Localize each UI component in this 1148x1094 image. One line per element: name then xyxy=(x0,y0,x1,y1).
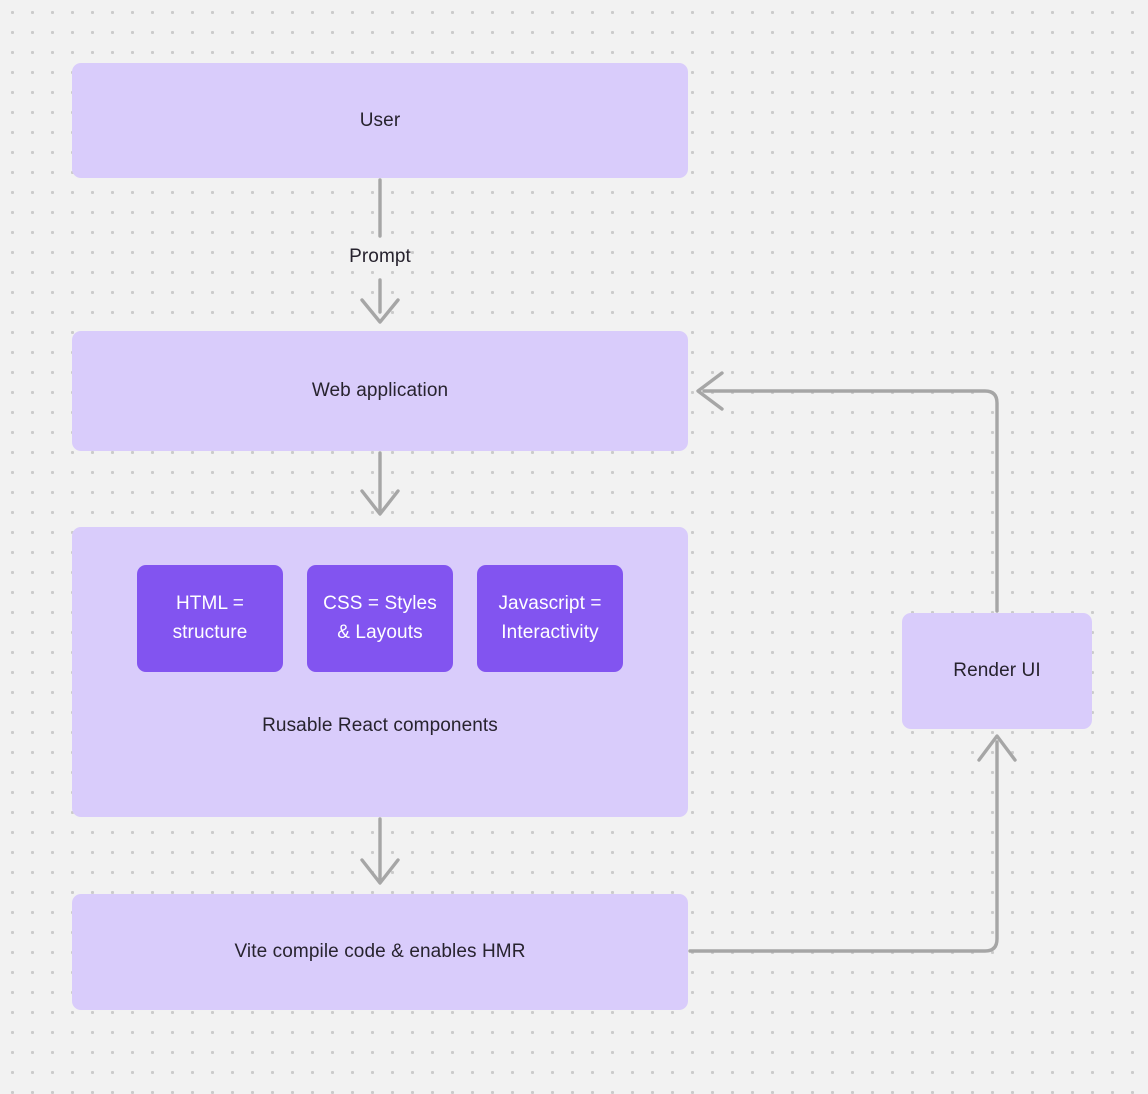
node-render-ui[interactable]: Render UI xyxy=(902,613,1092,729)
edge-vite-to-render xyxy=(688,734,1017,953)
node-web-application-label: Web application xyxy=(311,380,449,402)
node-user-label: User xyxy=(359,109,401,131)
node-render-ui-label: Render UI xyxy=(953,660,1041,682)
edge-render-to-webapp xyxy=(696,371,999,613)
subnode-javascript-line2: Interactivity xyxy=(501,621,599,643)
node-react-components-group[interactable]: HTML = structure CSS = Styles & Layouts … xyxy=(72,527,688,817)
node-user[interactable]: User xyxy=(72,63,688,178)
edge-webapp-to-components xyxy=(360,451,400,516)
subnode-css[interactable]: CSS = Styles & Layouts xyxy=(307,565,453,672)
subnode-html-line1: HTML = xyxy=(175,593,244,614)
subnode-html-label: HTML = structure xyxy=(173,590,248,647)
node-vite-label: Vite compile code & enables HMR xyxy=(234,941,526,963)
edge-components-to-vite xyxy=(360,817,400,885)
subnode-css-line1: CSS = Styles xyxy=(323,593,437,614)
subnode-javascript[interactable]: Javascript = Interactivity xyxy=(477,565,623,672)
subnode-css-line2: & Layouts xyxy=(337,621,423,643)
node-react-components-caption: Rusable React components xyxy=(262,715,498,736)
subnode-javascript-line1: Javascript = xyxy=(498,593,602,614)
edge-label-prompt: Prompt xyxy=(349,246,411,267)
subnode-javascript-label: Javascript = Interactivity xyxy=(498,590,601,647)
subnode-css-label: CSS = Styles & Layouts xyxy=(323,590,437,647)
node-vite[interactable]: Vite compile code & enables HMR xyxy=(72,894,688,1010)
node-web-application[interactable]: Web application xyxy=(72,331,688,451)
subnode-html-line2: structure xyxy=(172,621,248,643)
subnode-html[interactable]: HTML = structure xyxy=(137,565,283,672)
